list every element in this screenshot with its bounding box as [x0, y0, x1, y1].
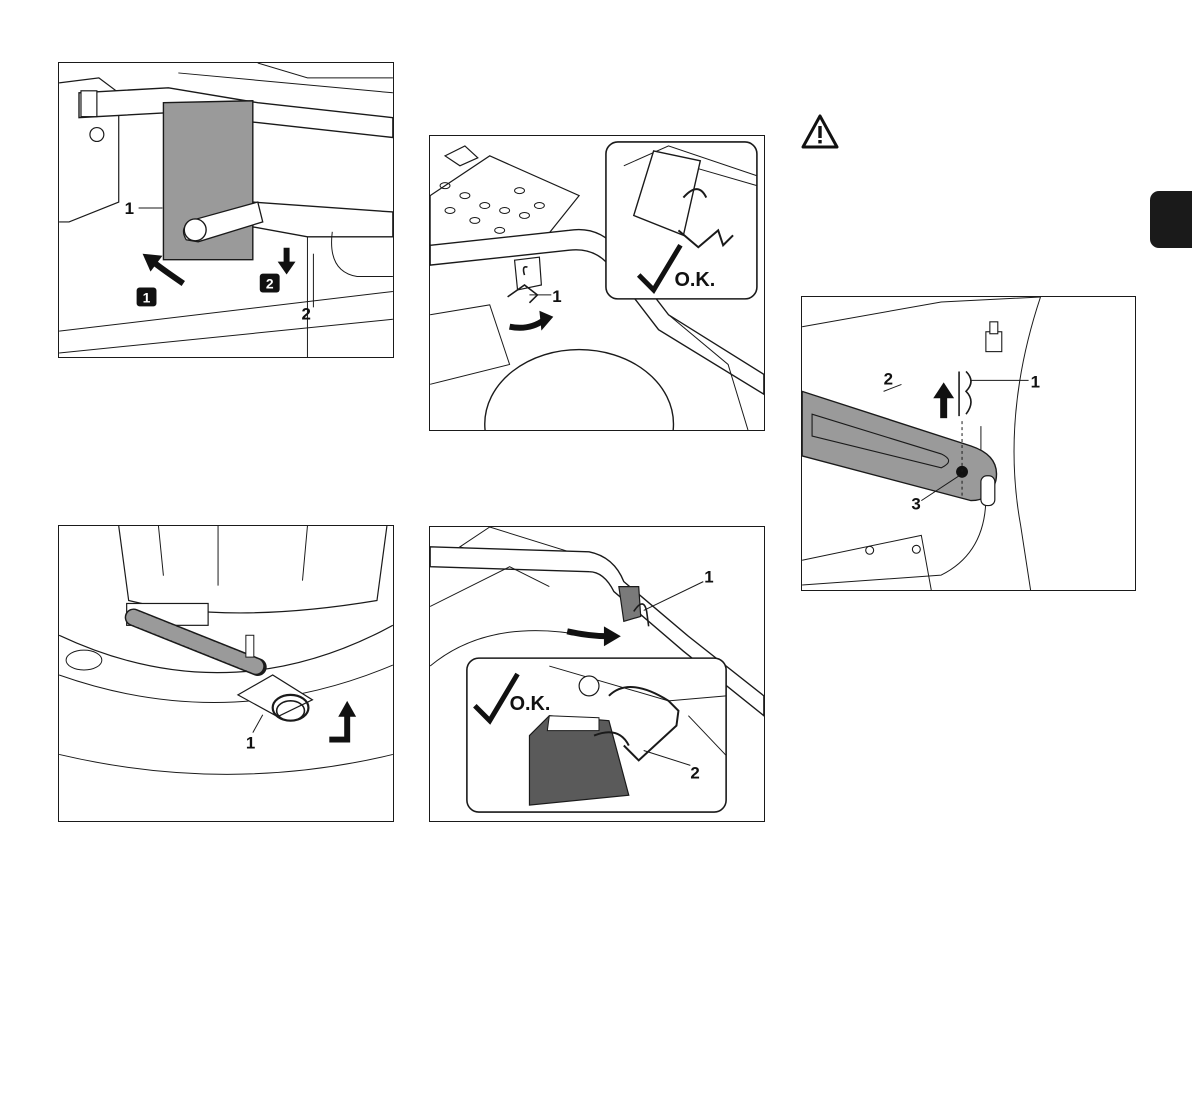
callout-2: 2 — [884, 369, 893, 388]
chapter-tab — [1150, 191, 1192, 248]
step-badge-1: 1 — [143, 289, 151, 305]
callout-1: 1 — [1031, 372, 1040, 391]
figure-right-illustration: 2 1 3 — [802, 297, 1135, 590]
figure-bottom-middle: 1 O.K. 2 — [429, 526, 765, 822]
ok-label: O.K. — [674, 269, 715, 291]
figure-top-middle: 1 O.K. — [429, 135, 765, 431]
callout-1: 1 — [704, 568, 713, 587]
ok-label: O.K. — [510, 693, 551, 715]
figure-right: 2 1 3 — [801, 296, 1136, 591]
callout-2: 2 — [301, 304, 310, 323]
figure-top-middle-illustration: 1 O.K. — [430, 136, 764, 430]
callout-1: 1 — [552, 287, 561, 306]
figure-top-left: 1 2 1 2 — [58, 62, 394, 358]
figure-bottom-left-illustration: 1 — [59, 526, 393, 821]
figure-bottom-middle-illustration: 1 O.K. 2 — [430, 527, 764, 821]
figure-top-left-illustration: 1 2 1 2 — [59, 63, 393, 357]
warning-triangle-icon — [800, 113, 840, 151]
step-badge-2: 2 — [266, 275, 274, 291]
callout-3: 3 — [911, 495, 920, 514]
callout-1: 1 — [125, 199, 134, 218]
figure-bottom-left: 1 — [58, 525, 394, 822]
callout-1: 1 — [246, 733, 255, 752]
callout-2: 2 — [690, 763, 699, 782]
